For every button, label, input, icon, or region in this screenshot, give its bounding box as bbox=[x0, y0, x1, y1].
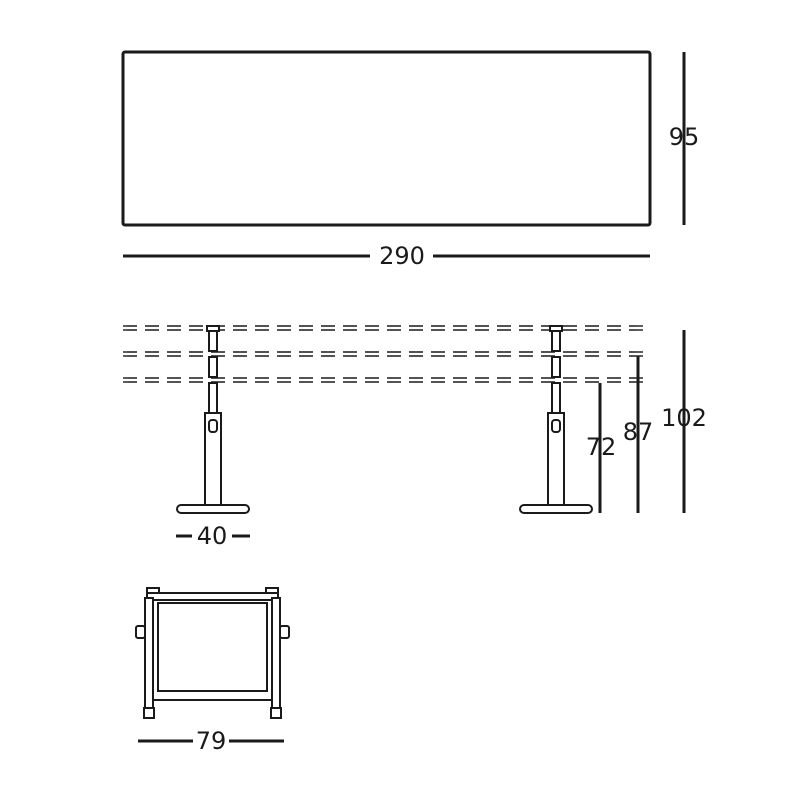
height-mid-label: 87 bbox=[623, 418, 654, 446]
length-dimension-label: 290 bbox=[379, 242, 425, 270]
left-leg-foot bbox=[176, 504, 250, 514]
depth-dimension-label: 95 bbox=[669, 123, 700, 151]
side-tabletop-edge bbox=[146, 592, 279, 601]
left-leg bbox=[176, 325, 250, 514]
foot-dimension-label: 40 bbox=[197, 522, 228, 550]
top-position-mid bbox=[123, 351, 650, 357]
left-leg-column-segment-1 bbox=[208, 330, 218, 352]
top-position-high bbox=[123, 325, 650, 331]
side-foot-left bbox=[143, 707, 155, 719]
side-frame-inner bbox=[157, 602, 268, 692]
front-view: 40 72 87 102 bbox=[123, 325, 707, 550]
side-knob-left bbox=[135, 625, 146, 639]
right-leg-column-segment-2 bbox=[551, 356, 561, 378]
side-knob-right bbox=[279, 625, 290, 639]
height-min-label: 72 bbox=[586, 433, 617, 461]
side-frame-outer bbox=[152, 599, 273, 701]
left-leg-column-segment-2 bbox=[208, 356, 218, 378]
left-leg-cap bbox=[206, 325, 220, 332]
right-leg-inner-column bbox=[551, 382, 561, 414]
side-leg-right bbox=[271, 597, 281, 709]
right-leg-column-segment-1 bbox=[551, 330, 561, 352]
table-top-outline bbox=[121, 50, 652, 227]
right-leg bbox=[519, 325, 593, 514]
left-leg-outer-column bbox=[204, 412, 222, 506]
top-position-low bbox=[123, 377, 650, 383]
left-leg-knob bbox=[208, 419, 218, 433]
side-view: 79 bbox=[135, 587, 290, 755]
side-dimension-label: 79 bbox=[196, 727, 227, 755]
side-leg-left bbox=[144, 597, 154, 709]
right-leg-cap bbox=[549, 325, 563, 332]
top-view: 95 290 bbox=[121, 50, 700, 270]
left-leg-inner-column bbox=[208, 382, 218, 414]
side-foot-right bbox=[270, 707, 282, 719]
right-leg-knob bbox=[551, 419, 561, 433]
height-max-label: 102 bbox=[661, 404, 707, 432]
right-leg-outer-column bbox=[547, 412, 565, 506]
right-leg-foot bbox=[519, 504, 593, 514]
